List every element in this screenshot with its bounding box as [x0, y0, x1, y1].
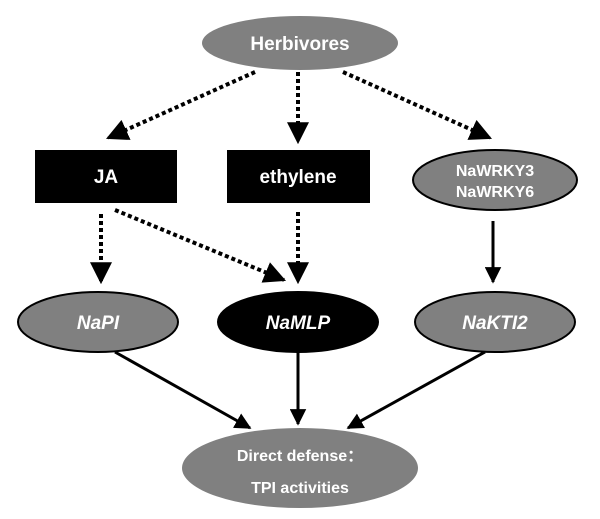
node-ethylene: ethylene [227, 150, 370, 203]
nakti2-label: NaKTI2 [462, 313, 528, 334]
node-napi: NaPI [17, 291, 179, 353]
nawrky3-label: NaWRKY3 [456, 163, 534, 180]
node-nawrky: NaWRKY3 NaWRKY6 [412, 149, 578, 211]
node-herbivores: Herbivores [202, 16, 398, 70]
nakti2-ellipse [414, 291, 576, 353]
herbivores-label: Herbivores [250, 34, 349, 55]
node-nakti2: NaKTI2 [414, 291, 576, 353]
edge-nakti2-to-defense [346, 350, 486, 430]
namlp-label: NaMLP [266, 313, 331, 334]
ethylene-label: ethylene [259, 167, 336, 188]
defense-ellipse [182, 428, 418, 508]
herbivores-ellipse [202, 16, 398, 70]
edge-herbivores-to-nawrky [342, 70, 493, 140]
defense-label-line2: TPI activities [251, 480, 349, 497]
namlp-ellipse [217, 291, 379, 353]
ethylene-box [227, 150, 370, 203]
nawrky6-label: NaWRKY6 [456, 184, 534, 201]
edges [90, 70, 502, 430]
nawrky-ellipse [412, 149, 578, 211]
napi-label: NaPI [77, 313, 120, 334]
node-direct-defense: Direct defense： TPI activities [182, 428, 418, 508]
ja-label: JA [94, 167, 119, 188]
edge-ja-to-namlp [114, 208, 287, 283]
edge-napi-to-defense [114, 350, 252, 430]
ja-box [35, 150, 177, 203]
napi-ellipse [17, 291, 179, 353]
edge-herbivores-to-ja [105, 70, 256, 140]
node-namlp: NaMLP [217, 291, 379, 353]
node-ja: JA [35, 150, 177, 203]
defense-label-line1: Direct defense： [237, 448, 363, 465]
